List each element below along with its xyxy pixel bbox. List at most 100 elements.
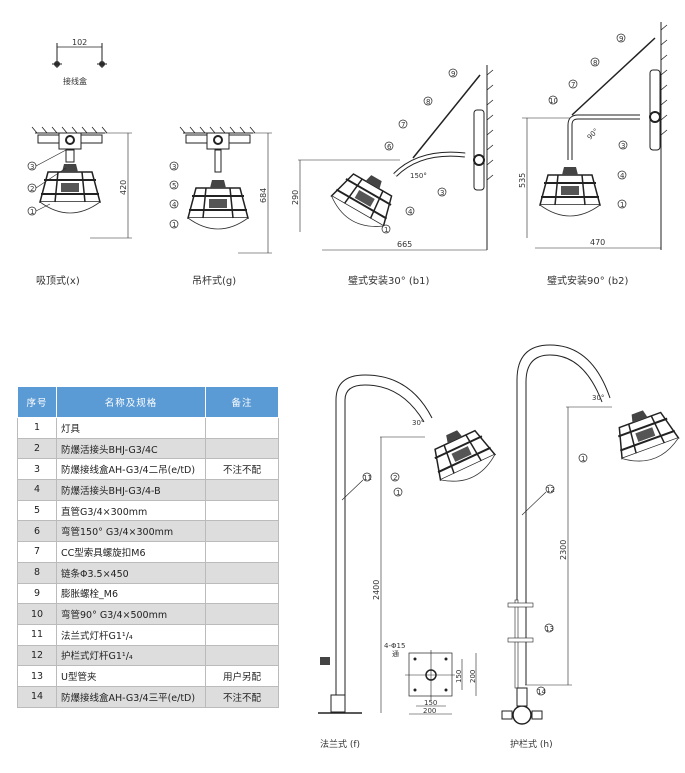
cell-no: 12 bbox=[17, 644, 57, 667]
svg-text:11: 11 bbox=[363, 474, 372, 482]
caption-ceiling: 吸顶式(x) bbox=[36, 276, 80, 287]
diagram-guardrail: 2300 30° 12 1 13 14 bbox=[501, 344, 684, 725]
header-no: 序号 bbox=[17, 386, 57, 418]
cell-no: 5 bbox=[17, 499, 57, 522]
svg-text:470: 470 bbox=[590, 238, 605, 247]
caption-pendant: 吊杆式(g) bbox=[192, 276, 237, 287]
cell-no: 9 bbox=[17, 582, 57, 605]
svg-text:2300: 2300 bbox=[559, 540, 568, 560]
svg-text:4-Φ15: 4-Φ15 bbox=[384, 642, 405, 650]
svg-text:3: 3 bbox=[440, 189, 444, 197]
svg-text:9: 9 bbox=[451, 70, 455, 78]
svg-text:3: 3 bbox=[621, 142, 625, 150]
cell-note bbox=[205, 520, 279, 543]
svg-text:30°: 30° bbox=[592, 394, 604, 402]
cell-no: 14 bbox=[17, 685, 57, 708]
caption-wall-30: 璧式安装30° (b1) bbox=[348, 276, 430, 287]
header-note: 备注 bbox=[205, 386, 279, 418]
svg-text:8: 8 bbox=[593, 59, 597, 67]
cell-name: CC型索具螺旋扣M6 bbox=[56, 541, 206, 563]
diagram-ceiling: 420 3 2 1 bbox=[27, 126, 132, 239]
svg-text:12: 12 bbox=[546, 486, 555, 494]
cell-no: 10 bbox=[17, 603, 57, 625]
cell-name: 弯管90° G3/4×500mm bbox=[56, 603, 206, 625]
caption-wall-90: 璧式安装90° (b2) bbox=[547, 276, 629, 287]
svg-text:665: 665 bbox=[397, 240, 412, 249]
cell-note: 不注不配 bbox=[205, 458, 279, 481]
diagram-pendant: 684 3 5 4 1 bbox=[169, 126, 272, 254]
svg-text:290: 290 bbox=[291, 190, 300, 205]
cell-note bbox=[205, 417, 279, 439]
diagram-wall-90: 535 470 90° 9 8 7 10 3 4 1 bbox=[518, 22, 668, 250]
cell-note bbox=[205, 561, 279, 584]
cell-name: U型管夹 bbox=[56, 665, 206, 687]
cell-no: 11 bbox=[17, 623, 57, 646]
cell-note bbox=[205, 582, 279, 605]
cell-no: 3 bbox=[17, 458, 57, 481]
svg-text:13: 13 bbox=[545, 625, 554, 633]
cell-note bbox=[205, 603, 279, 625]
cell-name: 链条Φ3.5×450 bbox=[56, 561, 206, 584]
cell-name: 弯管150° G3/4×300mm bbox=[56, 520, 206, 543]
svg-text:7: 7 bbox=[401, 121, 405, 129]
caption-flange: 法兰式 (f) bbox=[320, 740, 361, 750]
table-header: 序号 名称及规格 备注 bbox=[17, 386, 279, 418]
svg-text:4: 4 bbox=[408, 208, 413, 216]
svg-text:1: 1 bbox=[396, 489, 400, 497]
cell-note bbox=[205, 437, 279, 460]
cell-no: 7 bbox=[17, 541, 57, 563]
svg-text:1: 1 bbox=[620, 201, 624, 209]
cell-no: 1 bbox=[17, 417, 57, 439]
svg-text:14: 14 bbox=[537, 688, 546, 696]
svg-text:3: 3 bbox=[30, 163, 34, 171]
cell-note: 不注不配 bbox=[205, 685, 279, 708]
svg-text:420: 420 bbox=[119, 180, 128, 195]
cell-no: 6 bbox=[17, 520, 57, 543]
header-name: 名称及规格 bbox=[56, 386, 206, 418]
svg-text:90°: 90° bbox=[586, 127, 600, 141]
svg-text:2: 2 bbox=[30, 185, 34, 193]
svg-text:30°: 30° bbox=[412, 419, 424, 427]
svg-text:10: 10 bbox=[549, 97, 558, 105]
junction-label: 接线盒 bbox=[63, 76, 87, 86]
cell-name: 防爆活接头BHJ-G3/4C bbox=[56, 437, 206, 460]
cell-note bbox=[205, 644, 279, 667]
cell-no: 2 bbox=[17, 437, 57, 460]
caption-guardrail: 护栏式 (h) bbox=[510, 740, 553, 750]
svg-text:6: 6 bbox=[387, 143, 392, 151]
cell-name: 法兰式灯杆G1¹/₄ bbox=[56, 623, 206, 646]
svg-text:200: 200 bbox=[469, 670, 477, 683]
cell-no: 4 bbox=[17, 479, 57, 501]
svg-text:通: 通 bbox=[392, 649, 399, 658]
cell-note bbox=[205, 541, 279, 563]
svg-text:2400: 2400 bbox=[372, 580, 381, 600]
cell-no: 8 bbox=[17, 561, 57, 584]
svg-text:150: 150 bbox=[424, 699, 437, 707]
svg-text:5: 5 bbox=[172, 182, 176, 190]
svg-text:1: 1 bbox=[172, 221, 176, 229]
cell-name: 防爆接线盒AH-G3/4二吊(e/tD) bbox=[56, 458, 206, 481]
svg-text:200: 200 bbox=[423, 707, 436, 715]
svg-text:9: 9 bbox=[619, 35, 623, 43]
svg-text:2: 2 bbox=[393, 474, 397, 482]
junction-dim-text: 102 bbox=[72, 38, 87, 47]
cell-name: 护栏式灯杆G1¹/₄ bbox=[56, 644, 206, 667]
cell-name: 防爆接线盒AH-G3/4三平(e/tD) bbox=[56, 685, 206, 708]
svg-text:684: 684 bbox=[259, 188, 268, 203]
svg-text:3: 3 bbox=[172, 163, 176, 171]
diagram-flange: 2400 30° 11 2 1 4-Φ15 通 150 200 150 200 bbox=[318, 374, 501, 715]
